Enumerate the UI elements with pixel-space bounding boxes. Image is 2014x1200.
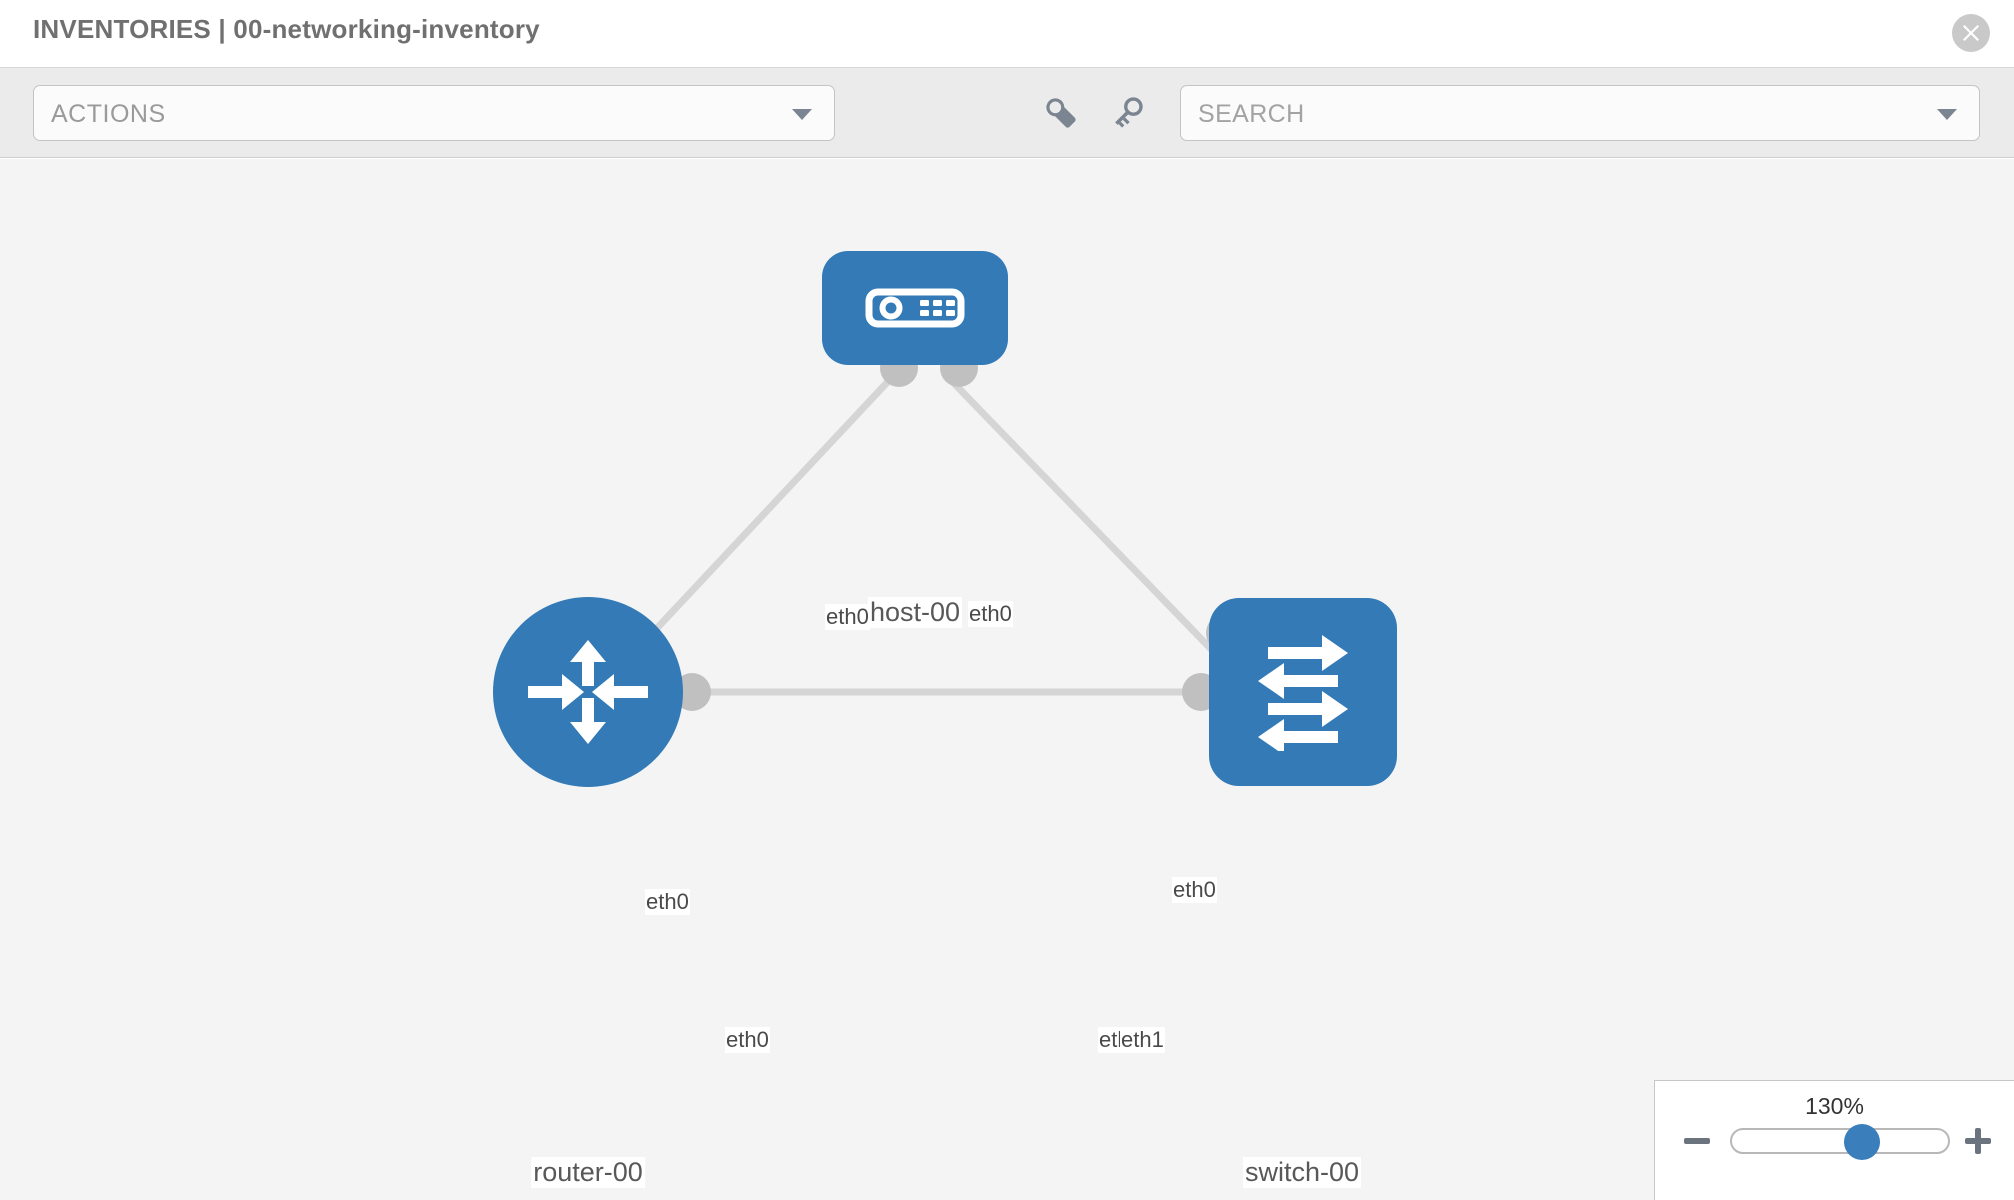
topology-canvas[interactable]: host-00 router-00: [0, 159, 2014, 1200]
zoom-control-panel: 130%: [1654, 1080, 2014, 1200]
toolbar: ACTIONS SEARCH: [0, 68, 2014, 158]
switch-00-label: switch-00: [1242, 1157, 1362, 1188]
four-arrows-icon: [528, 640, 648, 744]
iface-label-router00-eth0: eth0: [725, 1027, 770, 1053]
swap-arrows-icon: [1258, 635, 1348, 751]
zoom-slider[interactable]: [1730, 1124, 1950, 1160]
iface-label-switch00-up: eth0: [1172, 877, 1217, 903]
key-icon[interactable]: [1106, 92, 1148, 134]
iface-label-host00-left: eth0: [825, 604, 870, 630]
switch-00-shape[interactable]: [1209, 598, 1397, 786]
search-chevron-down-icon[interactable]: [1937, 109, 1957, 120]
actions-dropdown-label: ACTIONS: [51, 100, 166, 128]
page-title: INVENTORIES | 00-networking-inventory: [33, 14, 540, 44]
minus-icon[interactable]: [1681, 1125, 1713, 1157]
plus-icon[interactable]: [1962, 1125, 1994, 1157]
chevron-down-icon: [792, 109, 812, 120]
wrench-icon[interactable]: [1040, 92, 1082, 134]
iface-label-router00-up: eth0: [645, 889, 690, 915]
host-00-label: host-00: [867, 597, 963, 628]
host-00-shape[interactable]: [822, 251, 1008, 365]
server-icon: [865, 288, 965, 328]
search-placeholder: SEARCH: [1198, 100, 1305, 128]
iface-label-host00-right: eth0: [968, 601, 1013, 627]
actions-dropdown[interactable]: ACTIONS: [33, 85, 835, 141]
router-00-label: router-00: [531, 1157, 645, 1188]
page-header: INVENTORIES | 00-networking-inventory: [0, 0, 2014, 68]
iface-label-switch00-eth1: eth1: [1120, 1027, 1165, 1053]
zoom-slider-thumb[interactable]: [1843, 1124, 1880, 1160]
router-00-shape[interactable]: [493, 597, 683, 787]
zoom-level-value: 130%: [1805, 1093, 1864, 1119]
link-host00-switch00: [942, 371, 1243, 682]
close-icon[interactable]: [1952, 14, 1990, 52]
search-input[interactable]: SEARCH: [1180, 85, 1980, 141]
